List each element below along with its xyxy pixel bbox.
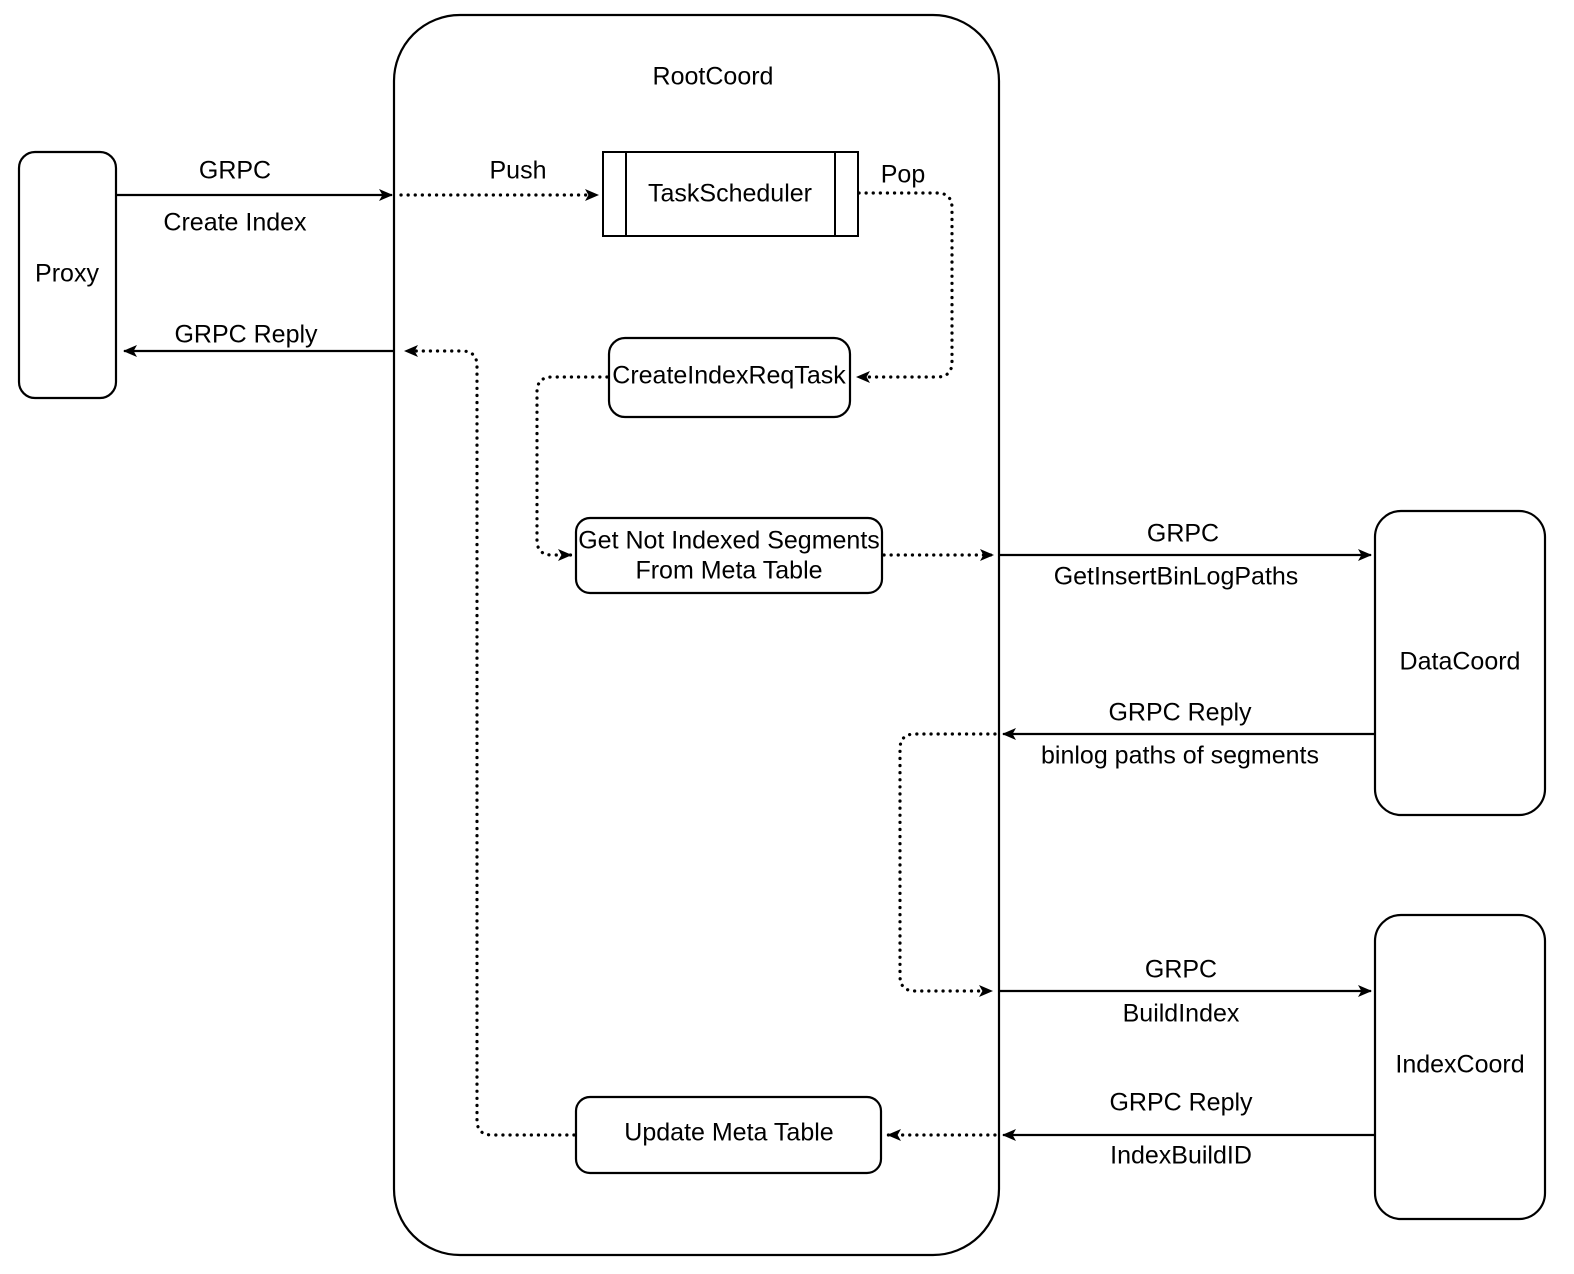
node-datacoord-label: DataCoord [1400,648,1521,676]
edge-label-grpc-2: GRPC [1147,520,1219,548]
edge-label-push: Push [490,157,547,185]
edge-label-index-build-id: IndexBuildID [1110,1142,1252,1170]
node-getsegments-label-line1: Get Not Indexed Segments [578,527,880,555]
node-updatemeta-label: Update Meta Table [624,1119,833,1147]
node-taskscheduler-label: TaskScheduler [648,180,812,208]
edge-label-grpc-reply-2: GRPC Reply [1108,699,1252,727]
edge-label-binlog-paths-of-segments: binlog paths of segments [1041,742,1319,770]
edge-binlogreply-to-buildindex [898,732,997,997]
edge-label-create-index: Create Index [163,209,307,237]
edge-label-grpc-reply-1: GRPC Reply [174,321,318,349]
edge-label-get-insert-binlog-paths: GetInsertBinLogPaths [1054,563,1299,591]
node-indexcoord-label: IndexCoord [1395,1051,1524,1079]
container-rootcoord-label: RootCoord [653,63,774,91]
node-get-not-indexed-segments[interactable] [574,516,884,595]
edge-label-grpc-reply-3: GRPC Reply [1109,1089,1253,1117]
node-proxy[interactable] [17,150,118,400]
node-taskscheduler[interactable] [602,151,859,237]
edge-pop [855,191,954,383]
node-datacoord[interactable] [1373,509,1547,817]
node-proxy-label: Proxy [35,260,99,288]
container-rootcoord [392,13,1001,1257]
edge-label-build-index: BuildIndex [1123,1000,1240,1028]
node-getsegments-label-line2: From Meta Table [635,557,822,585]
edge-label-grpc-3: GRPC [1145,956,1217,984]
edge-label-pop: Pop [881,161,925,189]
edge-label-grpc-1: GRPC [199,157,271,185]
node-indexcoord[interactable] [1373,913,1547,1221]
edge-updatemeta-to-boundary [403,345,576,1137]
node-createindexreqtask-label: CreateIndexReqTask [612,362,846,390]
node-update-meta-table[interactable] [574,1095,883,1175]
node-createindexreqtask[interactable] [607,336,852,419]
